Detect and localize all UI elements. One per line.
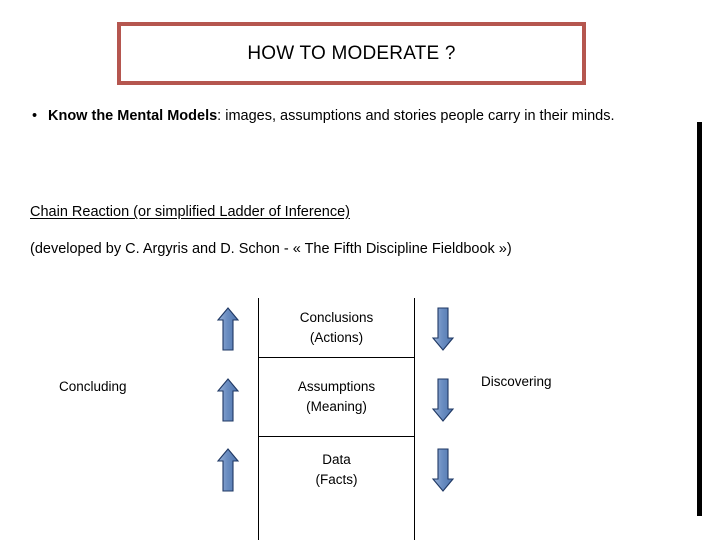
slide-title-box: HOW TO MODERATE ?	[117, 22, 586, 85]
ladder-row-assumptions: Assumptions (Meaning)	[259, 358, 414, 437]
down-arrow-icon	[431, 377, 455, 423]
ladder-row-subtitle: (Facts)	[315, 471, 358, 487]
chain-reaction-heading: Chain Reaction (or simplified Ladder of …	[30, 204, 350, 220]
right-edge-bar	[697, 122, 702, 516]
page-title: HOW TO MODERATE ?	[247, 42, 456, 64]
ladder-row-conclusions: Conclusions (Actions)	[259, 298, 414, 358]
ladder-table: Conclusions (Actions) Assumptions (Meani…	[258, 298, 415, 540]
label-concluding: Concluding	[59, 379, 127, 394]
ladder-row-title: Assumptions	[297, 379, 376, 394]
down-arrow-icon	[431, 306, 455, 352]
down-arrow-icon	[431, 447, 455, 493]
bullet-rest-text: : images, assumptions and stories people…	[217, 108, 615, 124]
bullet-dot-icon: •	[32, 108, 38, 124]
bullet-strong-text: Know the Mental Models	[48, 108, 218, 124]
up-arrow-icon	[216, 447, 240, 493]
ladder-row-title: Conclusions	[299, 309, 374, 325]
attribution-text: (developed by C. Argyris and D. Schon - …	[30, 241, 512, 257]
ladder-row-data: Data (Facts)	[259, 437, 414, 540]
up-arrow-icon	[216, 306, 240, 352]
ladder-row-subtitle: (Actions)	[309, 329, 364, 345]
ladder-row-title: Data	[322, 451, 351, 467]
up-arrow-icon	[216, 377, 240, 423]
ladder-row-subtitle: (Meaning)	[306, 399, 367, 414]
bullet-list-item: • Know the Mental Models: images, assump…	[26, 104, 674, 129]
bullet-block: • Know the Mental Models: images, assump…	[26, 104, 674, 129]
label-discovering: Discovering	[481, 374, 552, 389]
